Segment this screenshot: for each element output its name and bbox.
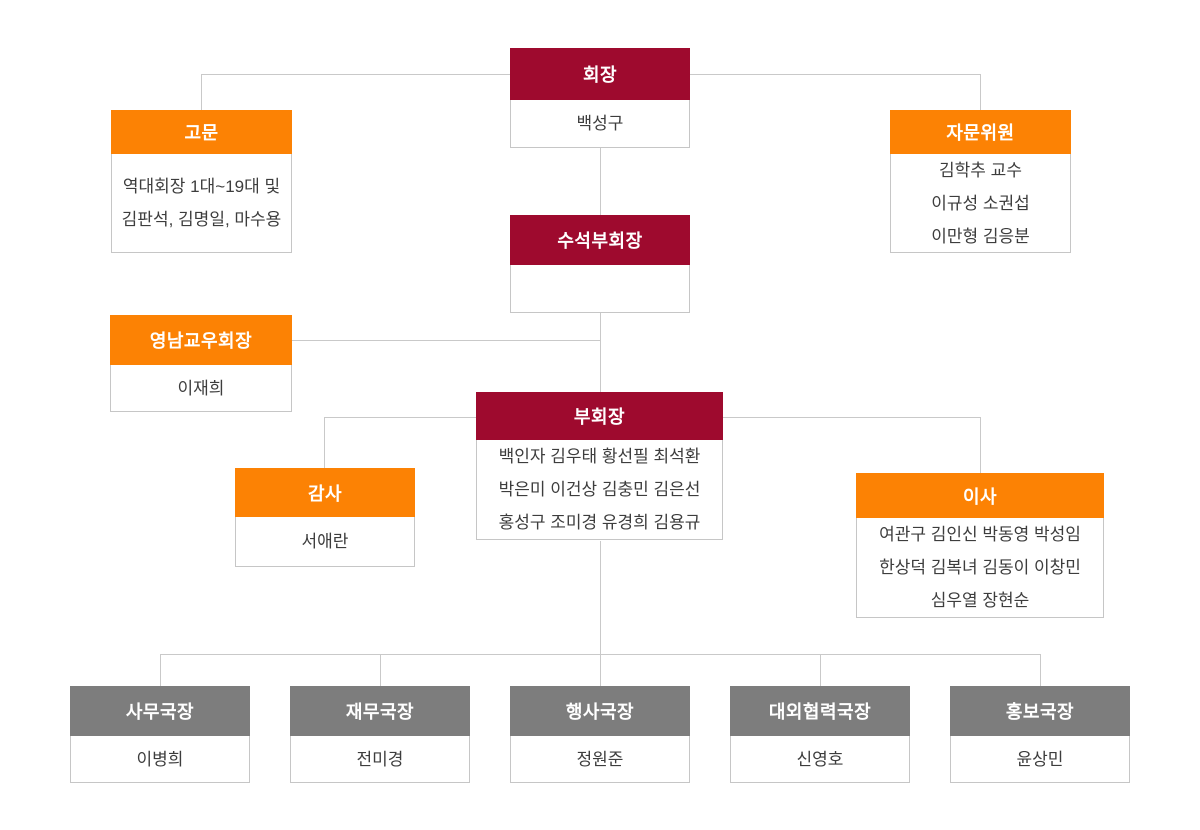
node-finance-director-title: 재무국장	[290, 686, 470, 736]
node-finance-director-members: 전미경	[290, 736, 470, 783]
member-line: 윤상민	[1016, 749, 1064, 769]
connector-auditor-drop	[324, 417, 325, 468]
node-advisors-members: 역대회장 1대~19대 및 김판석, 김명일, 마수용	[111, 154, 292, 253]
member-line: 박은미 이건상 김충민 김은선	[498, 480, 701, 499]
node-senior-vice-chairman: 수석부회장	[510, 215, 690, 313]
connector-top-right	[690, 74, 981, 75]
member-line: 김판석, 김명일, 마수용	[121, 210, 282, 229]
connector-advisory-drop	[980, 74, 981, 110]
node-auditor-title: 감사	[235, 468, 415, 517]
node-advisory-committee: 자문위원 김학추 교수 이규성 소권섭 이만형 김응분	[890, 110, 1071, 253]
node-external-cooperation-director: 대외협력국장 신영호	[730, 686, 910, 783]
node-finance-director: 재무국장 전미경	[290, 686, 470, 783]
node-secretary-general: 사무국장 이병희	[70, 686, 250, 783]
node-directors-members: 여관구 김인신 박동영 박성임 한상덕 김복녀 김동이 이창민 심우열 장현순	[856, 518, 1104, 618]
member-line: 서애란	[301, 532, 349, 551]
connector-chairman-svc	[600, 148, 601, 215]
connector-svc-vice	[600, 313, 601, 392]
connector-top-left	[201, 74, 510, 75]
member-line: 신영호	[796, 749, 844, 769]
member-line: 이만형 김응분	[931, 226, 1030, 246]
node-advisory-committee-title: 자문위원	[890, 110, 1071, 154]
node-directors: 이사 여관구 김인신 박동영 박성임 한상덕 김복녀 김동이 이창민 심우열 장…	[856, 473, 1104, 618]
member-line: 이병희	[136, 749, 184, 769]
member-line: 여관구 김인신 박동영 박성임	[879, 525, 1081, 544]
connector-auditor-h	[324, 417, 476, 418]
member-line: 한상덕 김복녀 김동이 이창민	[879, 558, 1081, 577]
node-pr-director-members: 윤상민	[950, 736, 1130, 783]
node-vice-chairman-title: 부회장	[476, 392, 723, 440]
node-auditor: 감사 서애란	[235, 468, 415, 567]
node-advisors-title: 고문	[111, 110, 292, 154]
node-senior-vice-chairman-title: 수석부회장	[510, 215, 690, 265]
member-line: 전미경	[356, 749, 404, 769]
node-chairman-title: 회장	[510, 48, 690, 100]
node-advisors: 고문 역대회장 1대~19대 및 김판석, 김명일, 마수용	[111, 110, 292, 253]
node-chairman: 회장 백성구	[510, 48, 690, 148]
connector-bus-drop-1	[160, 654, 161, 686]
node-yeongnam-alumni-chairman-members: 이재희	[110, 365, 292, 412]
node-directors-title: 이사	[856, 473, 1104, 518]
connector-yeongnam	[292, 340, 600, 341]
node-pr-director-title: 홍보국장	[950, 686, 1130, 736]
node-pr-director: 홍보국장 윤상민	[950, 686, 1130, 783]
node-external-cooperation-director-members: 신영호	[730, 736, 910, 783]
connector-directors-drop	[980, 417, 981, 473]
node-vice-chairman: 부회장 백인자 김우태 황선필 최석환 박은미 이건상 김충민 김은선 홍성구 …	[476, 392, 723, 540]
node-events-director-title: 행사국장	[510, 686, 690, 736]
connector-bus-drop-5	[1040, 654, 1041, 686]
node-chairman-members: 백성구	[510, 100, 690, 148]
member-line: 이재희	[177, 378, 225, 398]
connector-advisors-drop	[201, 74, 202, 110]
connector-bus-drop-2	[380, 654, 381, 686]
member-line: 김학추 교수	[939, 160, 1022, 180]
node-secretary-general-members: 이병희	[70, 736, 250, 783]
member-line: 이규성 소권섭	[931, 193, 1030, 213]
node-secretary-general-title: 사무국장	[70, 686, 250, 736]
member-line: 심우열 장현순	[930, 591, 1030, 610]
member-line: 역대회장 1대~19대 및	[122, 177, 281, 196]
member-line: 백인자 김우태 황선필 최석환	[498, 447, 701, 466]
node-auditor-members: 서애란	[235, 517, 415, 567]
node-vice-chairman-members: 백인자 김우태 황선필 최석환 박은미 이건상 김충민 김은선 홍성구 조미경 …	[476, 440, 723, 540]
node-yeongnam-alumni-chairman: 영남교우회장 이재희	[110, 315, 292, 412]
member-line: 백성구	[576, 114, 624, 133]
node-yeongnam-alumni-chairman-title: 영남교우회장	[110, 315, 292, 365]
node-senior-vice-chairman-members	[510, 265, 690, 313]
connector-vice-bus	[600, 541, 601, 654]
node-events-director: 행사국장 정원준	[510, 686, 690, 783]
connector-directors-h	[723, 417, 980, 418]
member-line: 정원준	[576, 749, 624, 769]
node-advisory-committee-members: 김학추 교수 이규성 소권섭 이만형 김응분	[890, 154, 1071, 253]
node-events-director-members: 정원준	[510, 736, 690, 783]
member-line: 홍성구 조미경 유경희 김용규	[498, 513, 701, 532]
connector-bus-drop-3	[600, 654, 601, 686]
node-external-cooperation-director-title: 대외협력국장	[730, 686, 910, 736]
connector-bus-drop-4	[820, 654, 821, 686]
